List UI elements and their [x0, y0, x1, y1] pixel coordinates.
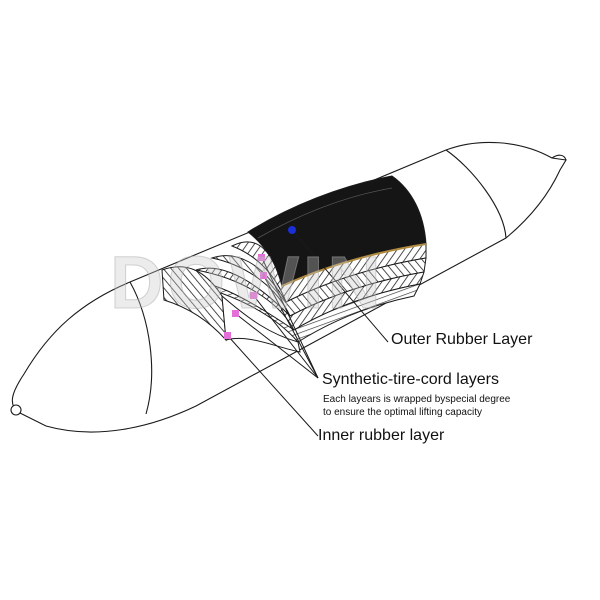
watermark-text: DOWIN [110, 241, 385, 325]
cord-layer-1 [230, 241, 427, 303]
marker-cord-4 [232, 310, 239, 317]
marker-inner-layer [224, 332, 231, 339]
markers [224, 226, 296, 339]
leader-cord-3 [253, 295, 319, 379]
leader-outer [291, 229, 389, 343]
leader-lines [227, 229, 389, 437]
right-nose-tip [551, 154, 567, 161]
cutaway-section [161, 175, 427, 353]
label-synthetic-tire-cord-layers: Synthetic-tire-cord layers [322, 371, 499, 388]
leader-inner [227, 335, 319, 437]
marker-cord-1 [258, 254, 265, 261]
marker-cord-2 [260, 272, 267, 279]
label-outer-rubber-layer: Outer Rubber Layer [391, 331, 533, 348]
marker-outer-layer [288, 226, 296, 234]
left-cone-seam [129, 281, 153, 415]
leader-cord-1 [261, 257, 319, 379]
outer-layer-highlight [257, 187, 393, 239]
cord-accent-line [281, 243, 427, 287]
leader-cord-2 [263, 275, 319, 379]
label-cord-note-line-1: Each layears is wrapped byspecial degree [323, 394, 511, 405]
right-cone-seam [445, 149, 507, 239]
cord-layer-2 [210, 255, 427, 317]
left-nose-valve [10, 404, 22, 416]
inner-layer-edge [221, 294, 301, 353]
label-cord-note-line-2: to ensure the optimal lifting capacity [323, 407, 482, 418]
label-inner-rubber-layer: Inner rubber layer [318, 427, 445, 444]
leader-cord-4 [235, 313, 319, 379]
marker-cord-3 [250, 292, 257, 299]
cord-layer-4 [177, 280, 421, 343]
